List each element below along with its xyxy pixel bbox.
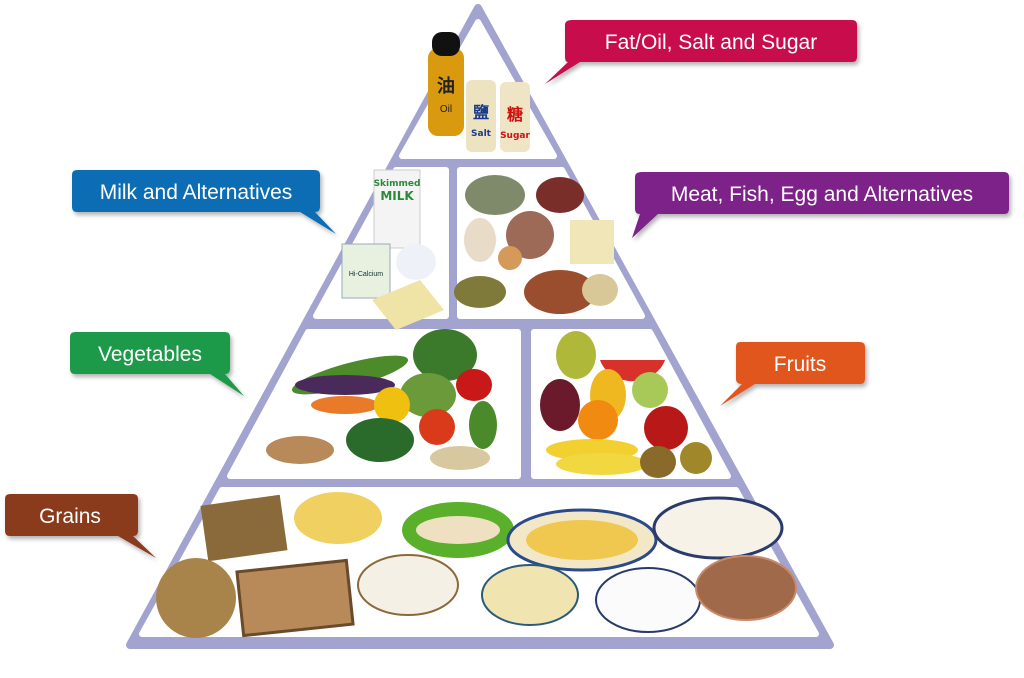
vegetables-image — [266, 329, 497, 470]
soy-carton-label: Hi-Calcium — [349, 271, 383, 278]
callout-meat: Meat, Fish, Egg and Alternatives — [632, 172, 1009, 238]
callout-grains: Grains — [5, 494, 156, 558]
milk-carton-label: MILK — [380, 189, 414, 203]
sugar-label: Sugar — [500, 131, 530, 141]
callout-vegetables: Vegetables — [70, 332, 244, 396]
sugar-label-cn: 糖 — [507, 105, 523, 124]
fruits-image — [540, 331, 712, 478]
meat-fish-egg-image — [454, 175, 618, 314]
callout-fat-oil-salt-sugar: Fat/Oil, Salt and Sugar — [545, 20, 857, 84]
label-milk: Milk and Alternatives — [100, 181, 293, 204]
salt-label-cn: 鹽 — [473, 103, 489, 122]
oil-label-cn: 油 — [437, 75, 455, 97]
label-vegetables: Vegetables — [98, 343, 202, 366]
salt-shaker-image: 鹽 Salt — [466, 80, 496, 152]
label-fruits: Fruits — [774, 353, 827, 376]
oil-bottle-image: 油 Oil — [428, 32, 464, 136]
label-fat-oil-salt-sugar: Fat/Oil, Salt and Sugar — [605, 31, 817, 54]
milk-carton-label-top: Skimmed — [374, 179, 421, 189]
milk-foods-image: Skimmed MILK Hi-Calcium — [341, 169, 444, 330]
callout-milk: Milk and Alternatives — [72, 170, 336, 234]
grains-image — [156, 492, 797, 638]
label-grains: Grains — [39, 505, 101, 528]
callout-fruits: Fruits — [720, 342, 865, 406]
salt-label: Salt — [471, 129, 492, 139]
sugar-shaker-image: 糖 Sugar — [500, 82, 530, 152]
label-meat: Meat, Fish, Egg and Alternatives — [671, 183, 973, 206]
pyramid-outline — [126, 4, 834, 649]
oil-label: Oil — [440, 104, 452, 115]
